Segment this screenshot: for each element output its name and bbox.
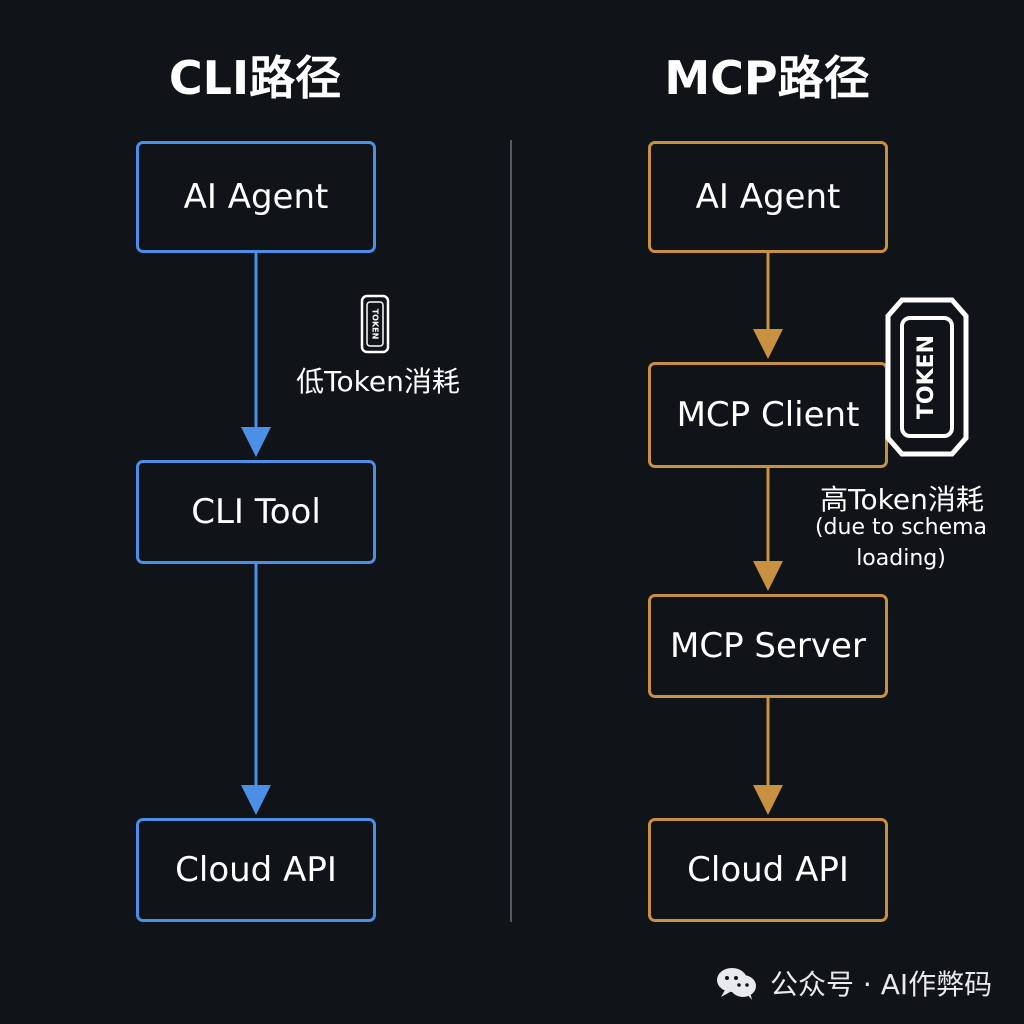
mcp-server-node: MCP Server [648, 594, 888, 698]
watermark-text: 公众号 · AI作弊码 [770, 968, 993, 1001]
wechat-icon [717, 968, 756, 1000]
mcp-server-label: MCP Server [670, 626, 866, 666]
mcp-cloud-api-label: Cloud API [687, 850, 849, 890]
high-token-consumption-label: 高Token消耗 [820, 483, 984, 516]
wechat-watermark: 公众号 · AI作弊码 [714, 962, 992, 1004]
cli-ai-agent-label: AI Agent [183, 177, 329, 217]
large-token-badge-text: TOKEN [914, 335, 939, 419]
mcp-client-label: MCP Client [676, 395, 860, 435]
center-divider [510, 140, 512, 922]
mcp-ai-agent-node: AI Agent [648, 141, 888, 253]
token-badge-icon-small: TOKEN [360, 294, 390, 354]
mcp-cloud-api-node: Cloud API [648, 818, 888, 922]
mcp-path-title: MCP路径 [664, 51, 870, 105]
cli-path-title: CLI路径 [168, 51, 342, 105]
token-badge-icon-large: TOKEN [885, 297, 969, 457]
cli-tool-node: CLI Tool [136, 460, 376, 564]
cli-ai-agent-node: AI Agent [136, 141, 376, 253]
low-token-consumption-label: 低Token消耗 [296, 365, 460, 398]
cli-cloud-api-node: Cloud API [136, 818, 376, 922]
mcp-client-node: MCP Client [648, 362, 888, 468]
cli-tool-label: CLI Tool [191, 492, 321, 532]
mcp-ai-agent-label: AI Agent [695, 177, 841, 217]
small-token-badge-text: TOKEN [371, 309, 380, 340]
cli-cloud-api-label: Cloud API [175, 850, 337, 890]
schema-loading-note: (due to schema loading) [814, 515, 988, 571]
